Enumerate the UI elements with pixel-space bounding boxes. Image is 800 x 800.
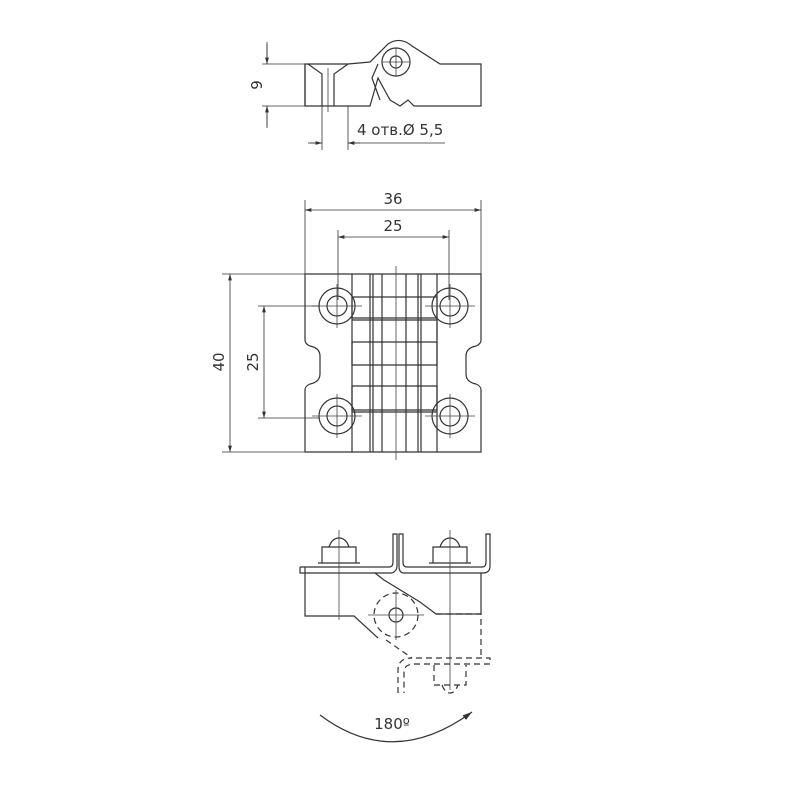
side-view: 180º bbox=[299, 530, 491, 743]
hole-span-y-dim: 25 bbox=[244, 352, 262, 371]
top-height-dim: 9 bbox=[248, 80, 266, 90]
width-dim: 36 bbox=[383, 190, 402, 208]
top-view: 9 4 отв.Ø 5,5 bbox=[248, 39, 482, 150]
hole-span-x-dim: 25 bbox=[383, 217, 402, 235]
hole-note: 4 отв.Ø 5,5 bbox=[357, 121, 443, 139]
height-dim: 40 bbox=[210, 352, 228, 371]
rotation-label: 180º bbox=[374, 715, 410, 733]
front-view: 36 25 40 25 bbox=[210, 190, 482, 460]
mounting-holes bbox=[312, 266, 475, 460]
